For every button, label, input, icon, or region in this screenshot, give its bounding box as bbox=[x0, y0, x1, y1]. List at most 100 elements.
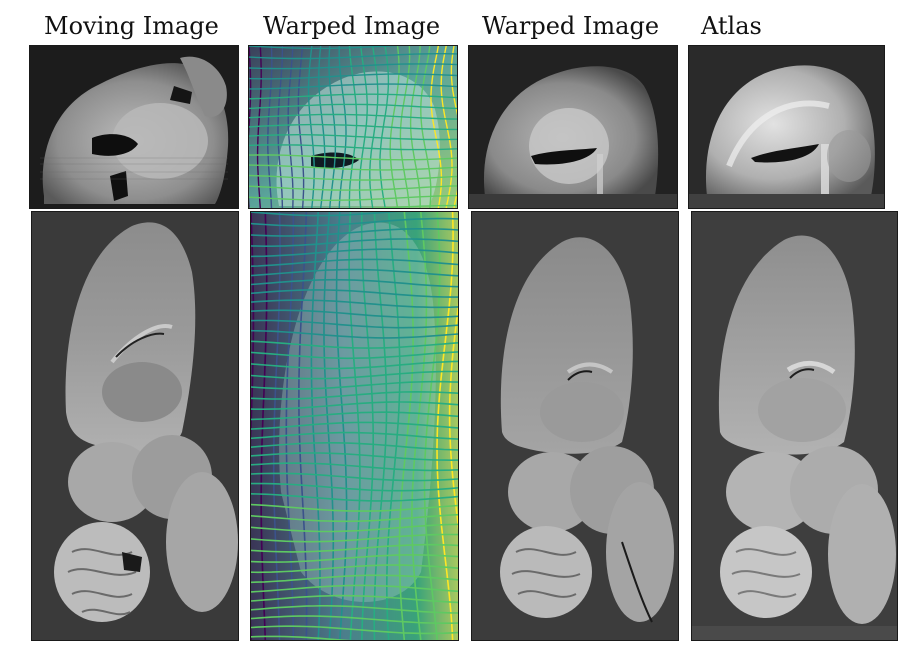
grid-line-horizontal bbox=[249, 113, 457, 120]
moving-sagittal-brain-image bbox=[32, 212, 238, 640]
grid-line-horizontal bbox=[249, 93, 457, 100]
warped-sagittal-brain-image bbox=[472, 212, 678, 640]
grid-line-horizontal bbox=[251, 523, 458, 533]
grid-line-vertical bbox=[297, 46, 305, 208]
grid-line-vertical bbox=[430, 46, 443, 208]
moving-coronal-brain-image bbox=[30, 46, 238, 208]
column-title-warped-image: Warped Image bbox=[482, 12, 660, 40]
warped-grid-sagittal-panel bbox=[251, 212, 458, 640]
grid-line-vertical bbox=[335, 212, 348, 640]
grid-line-horizontal bbox=[249, 103, 457, 110]
grid-line-horizontal bbox=[249, 53, 457, 60]
grid-line-horizontal bbox=[251, 594, 458, 604]
grid-line-vertical bbox=[411, 212, 428, 640]
grid-line-vertical bbox=[440, 46, 453, 208]
moving-image-coronal-panel bbox=[30, 46, 238, 208]
grid-line-horizontal bbox=[251, 605, 458, 614]
grid-line-vertical bbox=[251, 212, 255, 640]
grid-line-horizontal bbox=[251, 351, 458, 360]
grid-line-horizontal bbox=[251, 329, 458, 339]
grid-line-horizontal bbox=[251, 625, 458, 635]
grid-line-horizontal bbox=[251, 299, 458, 309]
grid-line-horizontal bbox=[249, 154, 457, 161]
grid-line-horizontal bbox=[251, 258, 458, 267]
grid-line-horizontal bbox=[251, 228, 458, 237]
grid-line-horizontal bbox=[251, 564, 458, 574]
atlas-sagittal-panel bbox=[692, 212, 897, 640]
grid-line-horizontal bbox=[249, 185, 457, 191]
grid-line-horizontal bbox=[251, 431, 458, 440]
grid-line-horizontal bbox=[251, 513, 458, 523]
grid-line-vertical bbox=[348, 46, 358, 208]
grid-line-vertical bbox=[328, 46, 337, 208]
moving-image-sagittal-panel bbox=[32, 212, 238, 640]
grid-line-horizontal bbox=[249, 73, 457, 80]
grid-line-vertical bbox=[287, 46, 294, 208]
grid-line-horizontal bbox=[251, 482, 458, 492]
grid-line-horizontal bbox=[249, 204, 457, 208]
grid-line-horizontal bbox=[251, 238, 458, 247]
grid-line-vertical bbox=[249, 46, 252, 208]
grid-line-vertical bbox=[338, 46, 347, 208]
warped-grid-coronal-panel bbox=[249, 46, 457, 208]
grid-line-horizontal bbox=[251, 584, 458, 593]
grid-line-vertical bbox=[448, 302, 458, 530]
grid-line-horizontal bbox=[249, 194, 457, 201]
warped-image-coronal-panel bbox=[469, 46, 677, 208]
grid-line-horizontal bbox=[251, 268, 458, 277]
grid-line-horizontal bbox=[251, 543, 458, 553]
grid-line-horizontal bbox=[251, 289, 458, 298]
grid-line-horizontal bbox=[251, 278, 458, 288]
grid-line-horizontal bbox=[251, 615, 458, 624]
grid-line-vertical bbox=[450, 46, 457, 208]
warped-coronal-brain-image bbox=[469, 46, 677, 208]
grid-line-horizontal bbox=[251, 319, 458, 329]
column-title-warped-grid: Warped Image bbox=[263, 12, 441, 40]
grid-line-vertical bbox=[358, 46, 368, 208]
grid-line-horizontal bbox=[251, 390, 458, 400]
grid-line-vertical bbox=[360, 212, 374, 640]
grid-line-horizontal bbox=[251, 442, 458, 451]
grid-line-vertical bbox=[267, 46, 273, 208]
warped-coronal-deformation-grid bbox=[249, 46, 457, 208]
grid-line-horizontal bbox=[251, 472, 458, 482]
grid-line-vertical bbox=[409, 46, 421, 208]
grid-line-horizontal bbox=[251, 370, 458, 380]
grid-line-vertical bbox=[373, 212, 388, 640]
grid-line-vertical bbox=[277, 46, 284, 208]
grid-line-horizontal bbox=[251, 452, 458, 462]
grid-line-vertical bbox=[272, 212, 281, 640]
grid-line-horizontal bbox=[251, 411, 458, 421]
grid-line-horizontal bbox=[249, 134, 457, 141]
grid-line-horizontal bbox=[249, 123, 457, 131]
grid-line-horizontal bbox=[251, 635, 352, 640]
grid-line-horizontal bbox=[251, 554, 458, 563]
grid-line-horizontal bbox=[249, 144, 457, 151]
grid-line-horizontal bbox=[249, 174, 457, 181]
grid-line-horizontal bbox=[251, 340, 458, 349]
grid-line-horizontal bbox=[251, 248, 458, 258]
grid-line-horizontal bbox=[249, 164, 457, 171]
column-title-moving-image: Moving Image bbox=[44, 12, 219, 40]
grid-line-horizontal bbox=[251, 503, 458, 512]
column-title-atlas: Atlas bbox=[701, 12, 762, 40]
grid-line-horizontal bbox=[249, 63, 457, 70]
atlas-sagittal-brain-image bbox=[692, 212, 897, 640]
grid-line-horizontal bbox=[251, 380, 458, 390]
grid-line-horizontal bbox=[251, 212, 399, 217]
grid-line-vertical bbox=[318, 46, 326, 208]
grid-line-horizontal bbox=[251, 421, 458, 430]
grid-line-horizontal bbox=[251, 360, 458, 370]
grid-line-horizontal bbox=[251, 574, 458, 584]
atlas-coronal-panel bbox=[689, 46, 884, 208]
grid-line-horizontal bbox=[251, 533, 458, 543]
grid-line-horizontal bbox=[251, 217, 458, 227]
warped-image-sagittal-panel bbox=[472, 212, 678, 640]
grid-line-horizontal bbox=[251, 401, 458, 410]
grid-line-horizontal bbox=[249, 83, 457, 90]
grid-line-vertical bbox=[348, 212, 361, 640]
atlas-coronal-brain-image bbox=[689, 46, 884, 208]
grid-line-horizontal bbox=[251, 309, 458, 319]
grid-line-vertical bbox=[285, 212, 295, 640]
grid-line-horizontal bbox=[251, 493, 458, 502]
